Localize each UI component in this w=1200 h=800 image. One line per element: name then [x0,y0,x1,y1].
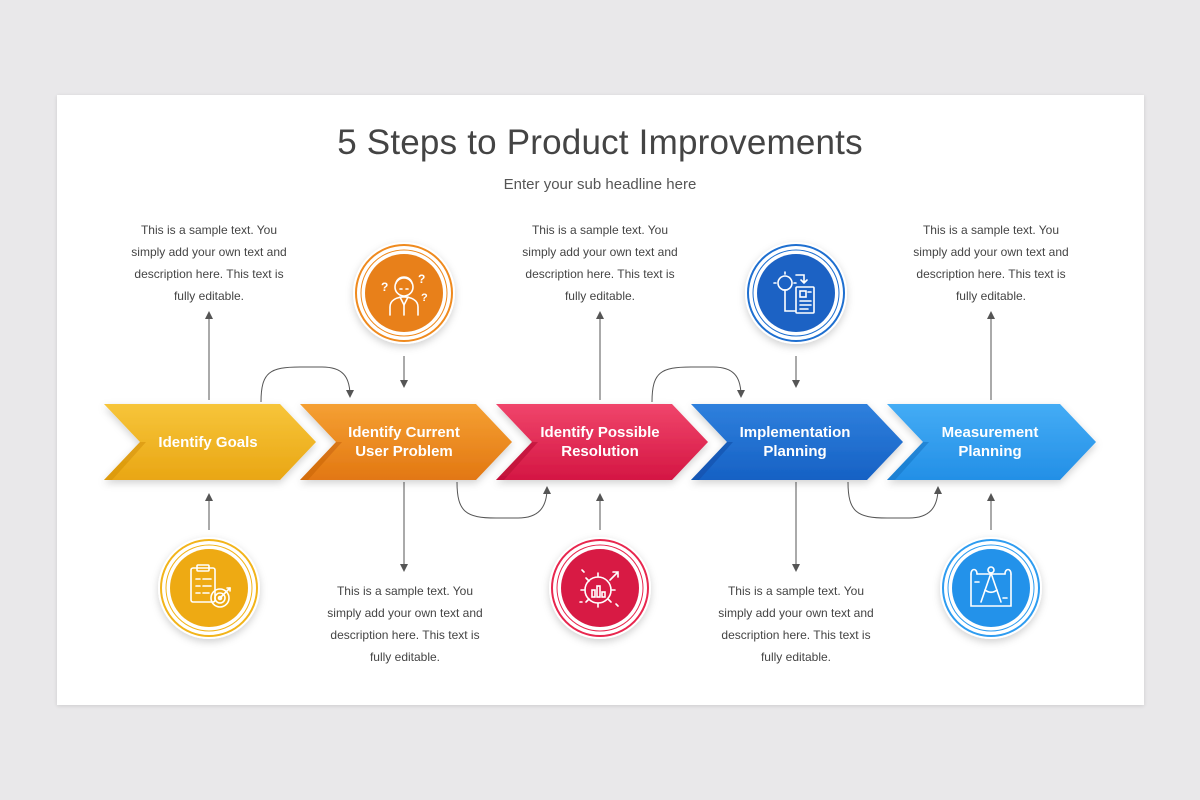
step-2-icon-badge: ? ? ? [353,242,455,344]
step-4-label: Implementation Planning [720,412,870,472]
connector-curve [847,481,942,519]
step-5-chevron [887,404,1096,480]
step-1-label: Identify Goals [133,412,283,472]
chevrons [104,404,1096,480]
step-2-description: This is a sample text. You simply add yo… [327,584,483,664]
step-3-description: This is a sample text. You simply add yo… [522,223,678,303]
svg-text:?: ? [421,292,428,304]
step-4-label-line1: Implementation [739,424,851,441]
page-title: 5 Steps to Product Improvements [337,123,863,162]
step-5-label-line2: Planning [958,443,1022,460]
confused-user-icon: ? ? ? [381,272,428,316]
idea-document-icon [773,271,815,314]
svg-text:?: ? [381,280,388,294]
page-subtitle: Enter your sub headline here [503,176,697,193]
connector-curve [456,481,551,519]
step-2-label: Identify Current User Problem [329,412,479,472]
step-3-label-line1: Identify Possible [540,424,660,441]
step-3-chevron [496,404,708,480]
step-2-label-line2: User Problem [355,443,453,460]
connector-curve [260,366,354,403]
connectors [205,311,995,572]
step-5-label-line1: Measurement [941,424,1039,441]
step-4-description: This is a sample text. You simply add yo… [718,584,874,664]
gear-growth-icon [579,569,619,608]
step-1-chevron [104,404,316,480]
step-1-description: This is a sample text. You simply add yo… [131,223,287,303]
connector-curve [651,366,745,403]
goals-checklist-target-icon [190,564,231,608]
step-3-label: Identify Possible Resolution [525,412,675,472]
step-5-label: Measurement Planning [915,412,1065,472]
blueprint-compass-icon [970,566,1012,607]
step-4-chevron [691,404,903,480]
step-3-icon-badge [549,537,651,639]
step-5-description: This is a sample text. You simply add yo… [913,223,1069,303]
step-4-icon-badge [745,242,847,344]
svg-text:?: ? [418,272,425,286]
step-3-label-line2: Resolution [561,443,639,460]
step-2-label-line1: Identify Current [348,424,460,441]
step-4-label-line2: Planning [763,443,827,460]
step-5-icon-badge [940,537,1042,639]
step-1-label-line1: Identify Goals [158,433,258,451]
step-2-chevron [300,404,512,480]
step-1-icon-badge [158,537,260,639]
